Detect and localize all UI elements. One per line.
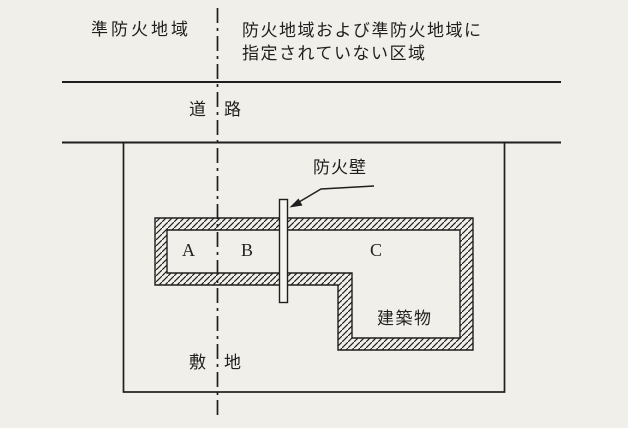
label-undesignated-area: 防火地域および準防火地域に 指定されていない区域 bbox=[242, 19, 483, 65]
firewall-leader-line bbox=[293, 185, 375, 206]
label-semi-fire-district: 準防火地域 bbox=[91, 20, 191, 39]
site-label-right-char: 地 bbox=[224, 353, 243, 372]
building-wall-hatched bbox=[154, 217, 474, 351]
road-label-right-char: 路 bbox=[224, 100, 243, 119]
site-boundary bbox=[122, 141, 506, 393]
section-a-label: A bbox=[182, 240, 195, 260]
site-label-left-char: 敷 bbox=[189, 353, 208, 372]
road-label-left-char: 道 bbox=[189, 100, 208, 119]
firewall bbox=[278, 198, 289, 304]
building-label: 建築物 bbox=[377, 309, 433, 328]
label-undesignated-area-line2: 指定されていない区域 bbox=[242, 44, 427, 63]
arrowhead-icon bbox=[289, 198, 303, 208]
section-b-label: B bbox=[241, 240, 254, 260]
section-c-label: C bbox=[370, 240, 383, 260]
firewall-label: 防火壁 bbox=[313, 158, 367, 177]
label-undesignated-area-line1: 防火地域および準防火地域に bbox=[242, 21, 483, 40]
